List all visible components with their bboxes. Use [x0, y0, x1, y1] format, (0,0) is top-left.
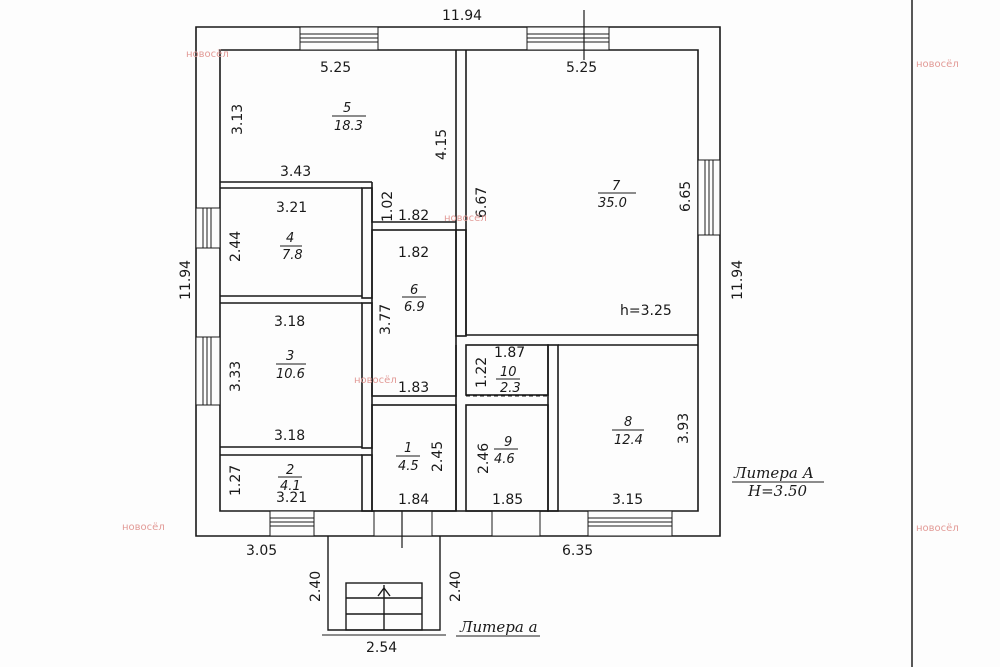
porch	[322, 536, 446, 636]
room-5-area: 18.3	[334, 119, 363, 134]
litera-height: Н=3.50	[747, 482, 808, 500]
watermark-1: новосёл	[186, 49, 229, 60]
room-7-area: 35.0	[598, 196, 627, 211]
room-2-number: 2	[286, 463, 294, 478]
doorways	[372, 229, 548, 406]
r7-left-dim: 6.67	[474, 187, 490, 218]
r5-bottom-dim: 3.43	[280, 164, 311, 180]
overall-bottom-left-dim: 3.05	[246, 543, 277, 559]
room-5-number: 5	[343, 101, 351, 116]
litera-main: Литера А	[733, 464, 814, 482]
room-10-area: 2.3	[500, 381, 521, 396]
r3-top-dim: 3.18	[274, 314, 305, 330]
overall-bottom-right-dim: 6.35	[562, 543, 593, 559]
r1-height-dim: 2.45	[430, 441, 446, 472]
watermark-4: новосёл	[354, 375, 397, 386]
room-4-area: 7.8	[282, 248, 303, 263]
r3-bottom-dim: 3.18	[274, 428, 305, 444]
watermark-logos: новосёл новосёл новосёл новосёл новосёл …	[122, 49, 959, 534]
overall-left-dim: 11.94	[178, 260, 194, 300]
outer-walls	[195, 26, 721, 537]
r7-width-dim: 5.25	[566, 60, 597, 76]
porch-bottom-dim: 2.54	[366, 640, 397, 656]
r7-ceiling-height: h=3.25	[620, 303, 672, 319]
r6-bottom-dim: 1.83	[398, 380, 429, 396]
overall-right-dim: 11.94	[730, 260, 746, 300]
r8-height-dim: 3.93	[676, 413, 692, 444]
room-8-area: 12.4	[614, 433, 643, 448]
overall-top-dim: 11.94	[442, 8, 482, 24]
room-6-area: 6.9	[404, 300, 425, 315]
windows	[195, 26, 721, 537]
notch-height-dim: 1.02	[380, 191, 396, 222]
room-1-number: 1	[404, 441, 412, 456]
porch-right-dim: 2.40	[448, 571, 464, 602]
r1-width-dim: 1.84	[398, 492, 429, 508]
litera-porch: Литера а	[459, 618, 538, 636]
porch-left-dim: 2.40	[308, 571, 324, 602]
room-2-area: 4.1	[280, 479, 301, 494]
r4-width-dim: 3.21	[276, 200, 307, 216]
notch-width-dim: 1.82	[398, 208, 429, 224]
room-7-number: 7	[612, 179, 621, 194]
r5-width-dim: 5.25	[320, 60, 351, 76]
room-4-number: 4	[286, 231, 294, 246]
r2-width-dim: 3.21	[276, 490, 307, 506]
watermark-6: новосёл	[916, 523, 959, 534]
room-3-number: 3	[286, 349, 294, 364]
r3-height-dim: 3.33	[228, 361, 244, 392]
room-1-area: 4.5	[398, 459, 419, 474]
watermark-3: новосёл	[444, 213, 487, 224]
room-9-area: 4.6	[494, 452, 515, 467]
r10-height-dim: 1.22	[474, 357, 490, 388]
r7-right-dim: 6.65	[678, 181, 694, 212]
room-9-number: 9	[504, 435, 512, 450]
r2-height-dim: 1.27	[228, 465, 244, 496]
room-8-number: 8	[624, 415, 632, 430]
r5-right-dim: 4.15	[434, 129, 450, 160]
room-6-number: 6	[410, 283, 418, 298]
room-10-number: 10	[500, 365, 517, 380]
r4-height-dim: 2.44	[228, 231, 244, 262]
r10-width-dim: 1.87	[494, 345, 525, 361]
r6-width-dim: 1.82	[398, 245, 429, 261]
watermark-2: новосёл	[916, 59, 959, 70]
r9-height-dim: 2.46	[476, 443, 492, 474]
r6-height-dim: 3.77	[378, 304, 394, 335]
r8-width-dim: 3.15	[612, 492, 643, 508]
r9-width-dim: 1.85	[492, 492, 523, 508]
r5-left-dim: 3.13	[230, 104, 246, 135]
watermark-5: новосёл	[122, 522, 165, 533]
interior-walls	[220, 50, 698, 512]
room-3-area: 10.6	[276, 367, 305, 382]
